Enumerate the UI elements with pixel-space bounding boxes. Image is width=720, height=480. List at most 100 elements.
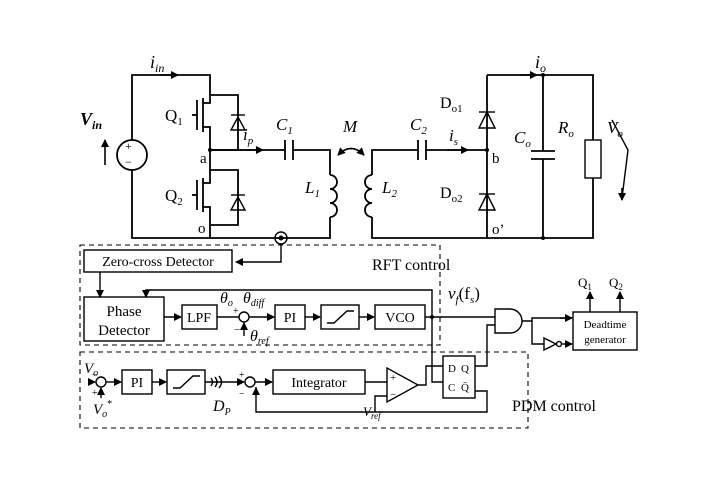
primary-return-wire: [210, 217, 331, 239]
inductor-l1: [329, 174, 338, 218]
svg-text:Vo*: Vo*: [93, 399, 112, 420]
secondary-return-wire: [371, 217, 487, 239]
label-vf: v: [448, 284, 456, 303]
input-voltage-source: + −: [116, 139, 148, 171]
label-c2: C: [410, 115, 422, 134]
rft-summer: [238, 311, 250, 323]
label-do1: D: [440, 95, 452, 112]
pdm-sum1-plus: +: [92, 388, 98, 399]
diode-do2: [477, 192, 497, 211]
pdm-sum1-minus: −: [92, 370, 98, 381]
capacitor-c1: [284, 140, 294, 160]
and-gate: [494, 308, 523, 334]
ff-q-to-and-wire: [475, 324, 495, 367]
rft-pi-label: PI: [284, 311, 297, 326]
d-flip-flop-box: [442, 355, 476, 399]
svg-text:L1: L1: [304, 178, 320, 200]
pdm-limiter-icon: [173, 375, 200, 389]
rft-title: RFT control: [372, 257, 451, 274]
zero-cross-detector-box: [83, 249, 233, 273]
pdm-pi-box: [121, 369, 153, 395]
and-to-deadtime-wire: [522, 317, 572, 322]
pdm-summer-2: [244, 376, 256, 388]
resistor-ro: [584, 139, 602, 179]
c1-to-l1-wire: [293, 149, 331, 175]
diode-do1: [477, 110, 497, 129]
ff-c-label: C: [448, 382, 455, 394]
svg-text:Do2: Do2: [440, 185, 463, 205]
svg-text:Vin: Vin: [80, 109, 102, 132]
rft-sum-plus: +: [233, 306, 239, 317]
phase-detector-line1: Phase: [107, 304, 142, 320]
svg-text:Co: Co: [514, 128, 531, 150]
svg-text:ip: ip: [243, 125, 254, 147]
integrator-label: Integrator: [291, 376, 347, 391]
vco-box: [374, 304, 426, 330]
comparator-minus: −: [390, 389, 396, 401]
svg-text:θdiff: θdiff: [243, 290, 265, 309]
pdm-boundary: [79, 351, 529, 429]
svg-text:is: is: [449, 126, 458, 148]
pdm-label-dp: D: [212, 398, 225, 415]
label-node-a: a: [200, 151, 207, 167]
rft-boundary: [79, 244, 441, 346]
pdm-title: PDM control: [512, 398, 597, 415]
label-node-o2: o’: [492, 222, 505, 238]
input-bottom-wire: [131, 170, 211, 239]
pdm-pi-label: PI: [131, 376, 144, 391]
inductor-l2: [364, 174, 373, 218]
svg-text:io: io: [535, 52, 546, 75]
deadtime-generator-box: [572, 311, 638, 351]
svg-text:L2: L2: [381, 178, 397, 200]
svg-text:Q2: Q2: [165, 186, 183, 208]
svg-text:iin: iin: [150, 52, 164, 75]
svg-text:Vo: Vo: [84, 361, 98, 379]
vref-wire: [374, 395, 387, 412]
vco-to-ff-clock-wire: [431, 317, 443, 383]
deadtime-line1: Deadtime: [584, 319, 627, 331]
comparator: [386, 366, 420, 404]
mutual-arc-back: [337, 147, 365, 156]
gate-label-q2: Q: [609, 275, 619, 290]
phase-detector-box: [83, 296, 165, 342]
svg-text:C2: C2: [410, 115, 427, 137]
svg-text:Q1: Q1: [578, 275, 592, 292]
v-o-indicator: [611, 119, 629, 199]
capacitor-co: [531, 75, 555, 238]
gate-logic: Deadtime generator Q1 Q2: [494, 275, 638, 352]
label-l2: L: [381, 178, 391, 197]
output-bottom-wire: [487, 178, 594, 239]
integrator-box: [272, 369, 366, 395]
label-q1: Q: [165, 106, 177, 125]
and-to-inverter-wire: [531, 321, 544, 345]
pdm-sum2-plus: +: [239, 370, 245, 381]
comparator-plus: +: [390, 372, 396, 384]
rft-sum-minus: −: [234, 324, 240, 336]
label-theta-ref: θ: [250, 328, 258, 345]
pdm-label-vo-star: V: [93, 402, 104, 418]
source-plus: +: [125, 139, 132, 153]
label-theta-o: θ: [220, 290, 228, 307]
label-c1: C: [276, 115, 288, 134]
label-i-p: i: [243, 125, 248, 144]
svg-text:vf(fs): vf(fs): [448, 284, 480, 306]
label-node-o: o: [198, 221, 206, 237]
label-i-o: i: [535, 52, 540, 72]
pdm-control: − + Vo Vo* PI DP + − Integrator + − Vref…: [79, 324, 597, 429]
deadtime-line2: generator: [584, 334, 626, 346]
vco-label: VCO: [385, 311, 415, 326]
label-i-s: i: [449, 126, 454, 145]
phase-detector-line2: Detector: [98, 323, 150, 339]
ff-feedback-wire: [255, 387, 488, 413]
sensor-to-zcd-wire: [235, 244, 282, 266]
gate-label-q1: Q: [578, 275, 588, 290]
ff-d-label: D: [448, 363, 456, 375]
rft-control: Zero-cross Detector RFT control Phase De…: [79, 244, 495, 383]
label-i-in: i: [150, 52, 155, 72]
label-do2: D: [440, 185, 452, 202]
svg-text:θo: θo: [220, 290, 233, 309]
comp-to-ff-wire: [418, 365, 443, 386]
svg-text:Q2: Q2: [609, 275, 623, 292]
